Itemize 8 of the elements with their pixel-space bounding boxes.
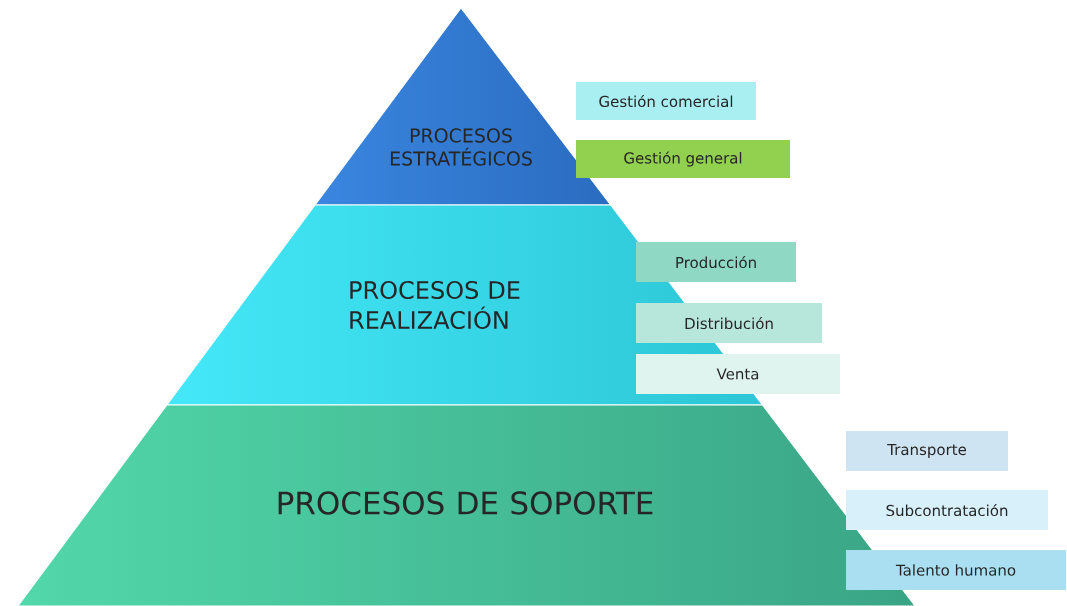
process-box: Transporte bbox=[846, 431, 1008, 471]
process-box: Gestión comercial bbox=[576, 82, 756, 120]
process-box: Producción bbox=[636, 242, 796, 282]
process-box: Venta bbox=[636, 354, 840, 394]
process-box: Talento humano bbox=[846, 550, 1066, 590]
process-box: Distribución bbox=[636, 303, 822, 343]
process-box: Subcontratación bbox=[846, 490, 1048, 530]
process-box: Gestión general bbox=[576, 140, 790, 178]
